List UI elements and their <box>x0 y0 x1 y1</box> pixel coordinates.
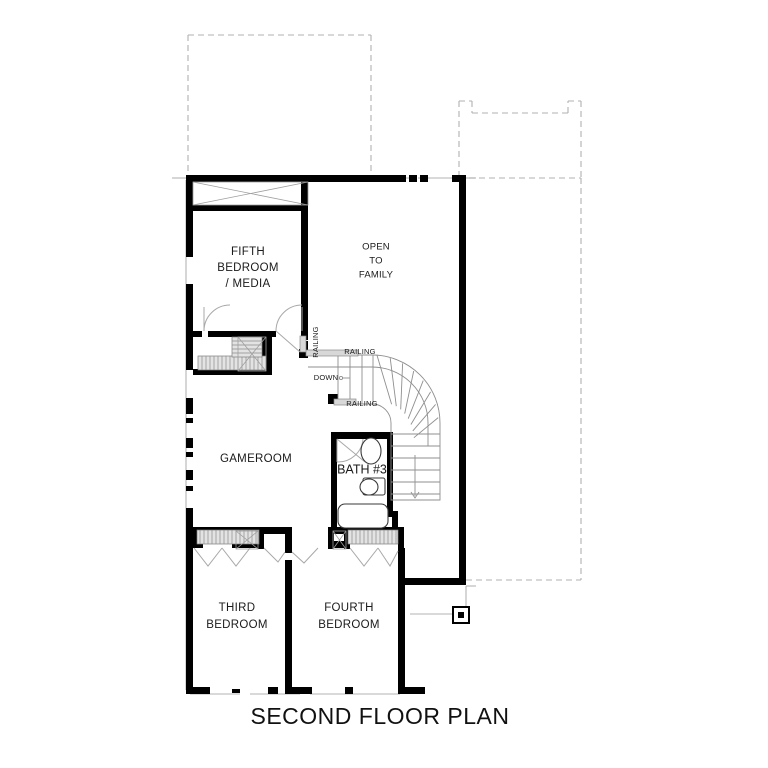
railing-bar-vertical <box>299 335 307 353</box>
stair-outer-rail <box>308 354 441 446</box>
wall-bath3-right-jog2 <box>392 511 398 535</box>
label-railing-upper: RAILING <box>344 347 375 356</box>
wall-closet-third-bottom <box>232 541 264 548</box>
closet-rod-fourth <box>347 529 399 545</box>
label-fifth-bedroom-line3: / MEDIA <box>226 278 271 290</box>
railing-bar-lower <box>333 398 357 406</box>
wall-fifth-bedroom-right <box>301 180 308 340</box>
wall-closet-fourth-div <box>344 527 350 549</box>
wall-fourth-bedroom-right <box>398 548 405 694</box>
wall-left-seg-2 <box>186 288 193 370</box>
wall-bath3-top <box>331 432 393 439</box>
wall-left-seg-3 <box>186 398 193 414</box>
wall-bottom-right <box>399 687 425 694</box>
window-tick-left-d <box>186 452 193 457</box>
label-fourth-bedroom-line2: BEDROOM <box>318 619 380 631</box>
stair-inner-guide <box>308 366 429 446</box>
wall-left-seg-4 <box>186 438 193 448</box>
railing-post-lower <box>328 394 338 404</box>
label-third-bedroom-line2: BEDROOM <box>206 619 268 631</box>
label-fourth-bedroom-line1: FOURTH <box>324 602 374 614</box>
annotation-labels: RAILING RAILING RAILING DOWN <box>311 326 378 408</box>
curved-stair <box>299 335 441 501</box>
wall-bedroom-divider <box>285 560 292 694</box>
label-open-to-family-line3: FAMILY <box>359 270 394 281</box>
wall-fifth-bedroom-header <box>193 205 308 211</box>
linen-closet-fourth <box>332 530 347 550</box>
wall-bottom-seg-c <box>345 687 353 694</box>
window-tick-left-a <box>186 253 193 257</box>
window-tick-left-c <box>186 418 193 423</box>
wall-bath3-left-lower <box>331 458 337 528</box>
wall-closet-fourth-right <box>398 527 404 549</box>
label-open-to-family-line2: TO <box>369 256 382 267</box>
room-labels: FIFTH BEDROOM / MEDIA OPEN TO FAMILY GAM… <box>206 242 393 632</box>
wall-bath3-right <box>387 432 393 514</box>
label-railing-vertical: RAILING <box>311 326 320 357</box>
wall-bottom-left <box>186 687 210 694</box>
column-post-symbol <box>452 606 470 624</box>
wall-closet-third-jamb <box>191 541 203 548</box>
closet-rods <box>192 181 399 550</box>
wall-closet-third-left <box>191 527 197 547</box>
page-title: SECOND FLOOR PLAN <box>251 703 510 729</box>
wall-left-seg-6 <box>186 508 193 694</box>
label-third-bedroom-line1: THIRD <box>219 602 256 614</box>
closet-rod-hatch-fifth <box>201 356 263 370</box>
wall-top-mid <box>306 175 406 182</box>
door-swing-fifth-closet-left <box>203 304 231 332</box>
window-tick-left-b <box>186 284 193 288</box>
wall-closet-fourth-bottom <box>328 541 350 548</box>
label-down: DOWN <box>314 373 339 382</box>
soffit-box-fifth <box>192 181 309 206</box>
wall-left-seg-5 <box>186 470 193 480</box>
toilet-bowl <box>359 478 379 496</box>
wall-left-seg-1 <box>186 175 193 253</box>
stair-down-arrow-head <box>410 491 420 499</box>
wall-gameroom-lower-left <box>186 508 193 530</box>
window-tick-left-e <box>186 486 193 491</box>
wall-top-post <box>409 175 417 182</box>
sink-fixture <box>360 437 382 465</box>
door-swings <box>193 304 399 567</box>
wall-closet-fifth-a <box>193 331 202 337</box>
wall-bottom-seg-b <box>286 687 312 694</box>
label-bath3: BATH #3 <box>337 462 387 476</box>
door-swing-fourth-bedroom <box>291 547 319 564</box>
door-bifold-third-closet <box>193 547 223 567</box>
door-swing-fifth-bedroom <box>275 304 303 332</box>
wall-bath3-left-upper <box>331 432 337 458</box>
linen-closet-third <box>235 530 259 550</box>
window-tick-bottom-a <box>232 689 240 693</box>
wall-bottom-seg-a <box>268 687 278 694</box>
bath3-fixtures <box>337 437 389 529</box>
wall-closet-fifth-divider <box>262 331 268 373</box>
wall-closet-fourth-left <box>328 527 334 549</box>
railing-bar-upper <box>305 349 359 357</box>
label-open-to-family-line1: OPEN <box>362 242 390 253</box>
wall-closet-third-right <box>258 527 264 549</box>
wall-bedroom-divider-top <box>285 527 292 553</box>
wall-top-left <box>186 175 308 182</box>
label-fifth-bedroom-line1: FIFTH <box>231 246 265 258</box>
wall-closet-fifth-top <box>208 331 276 337</box>
stair-inner-rail <box>334 403 392 446</box>
linen-closet-fifth <box>237 336 267 372</box>
label-fifth-bedroom-line2: BEDROOM <box>217 262 279 274</box>
bathtub-fixture <box>337 503 389 529</box>
wall-right-bottom-return <box>404 578 466 585</box>
wall-top-seg <box>420 175 428 182</box>
railing-post-upper <box>299 349 308 358</box>
wall-assembly <box>186 175 466 694</box>
wall-closet-fifth-bottom <box>193 369 272 375</box>
wall-closet-fifth-right <box>266 331 272 375</box>
door-swing-bath3 <box>336 438 366 463</box>
door-swing-third-bedroom <box>263 547 286 563</box>
door-bifold-fourth-closet <box>349 547 379 567</box>
label-gameroom: GAMEROOM <box>220 453 292 465</box>
label-railing-lower: RAILING <box>346 399 377 408</box>
wall-right-exterior <box>459 175 466 585</box>
